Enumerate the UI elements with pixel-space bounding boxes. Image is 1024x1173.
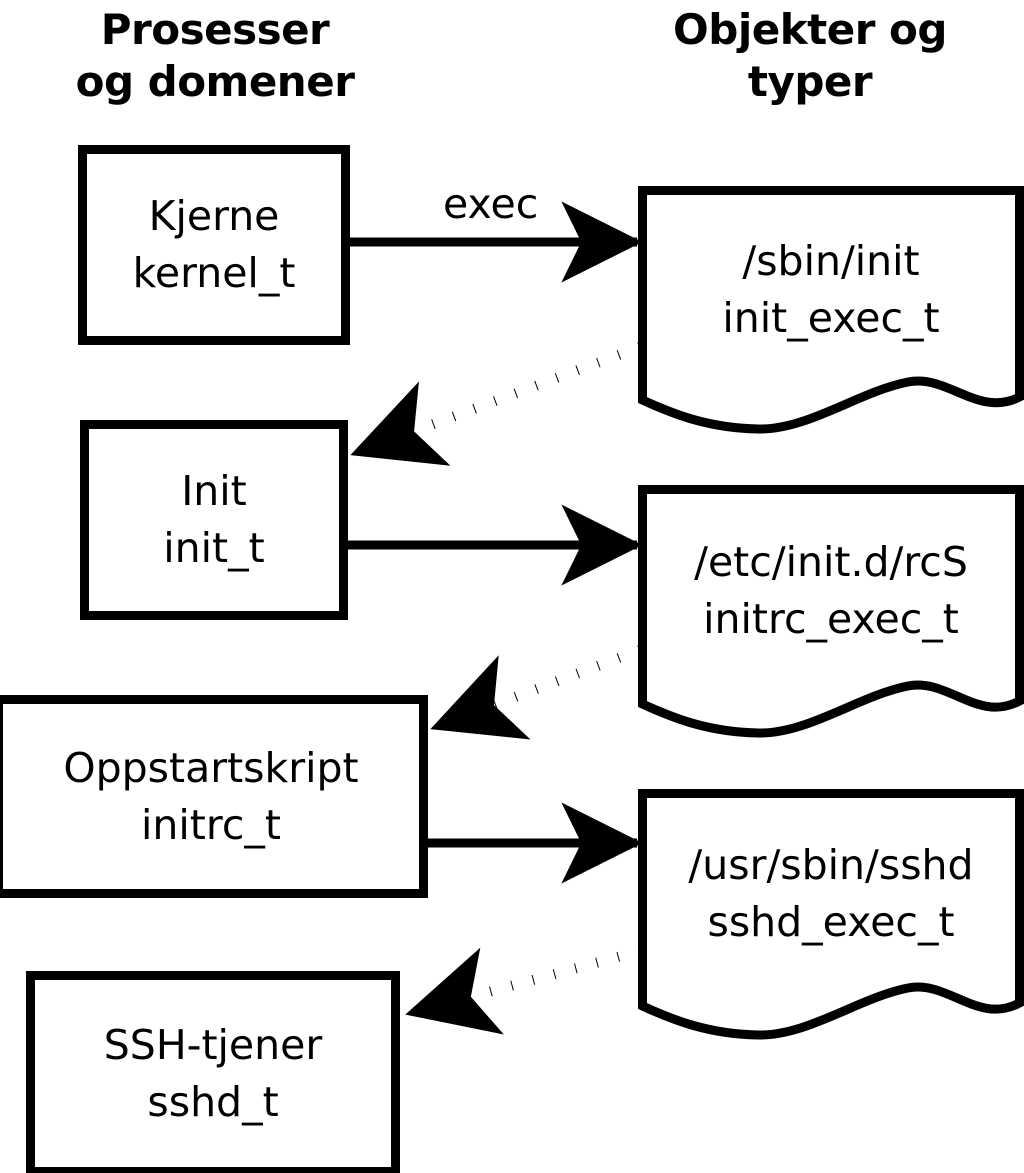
object-node-initrc-exec-path: /etc/init.d/rcS: [694, 538, 968, 586]
object-node-initrc-exec[interactable]: /etc/init.d/rcS initrc_exec_t: [638, 485, 1024, 738]
process-node-sshd-title: SSH-tjener: [103, 1020, 323, 1069]
process-node-kernel[interactable]: Kjerne kernel_t: [78, 145, 350, 345]
document-shape-sshd-exec: [638, 789, 1024, 1040]
object-node-sshd-exec-path: /usr/sbin/sshd: [688, 841, 974, 889]
edge-label-exec: exec: [443, 180, 539, 228]
process-node-initrc-title: Oppstartskript: [63, 743, 359, 792]
object-node-sshd-exec[interactable]: /usr/sbin/sshd sshd_exec_t: [638, 789, 1024, 1040]
column-header-processes: Prosesser og domener: [75, 5, 355, 106]
document-shape-initrc-exec: [638, 485, 1024, 738]
edge-init-exec-to-init: [350, 342, 642, 466]
document-shape-init-exec: [638, 186, 1024, 434]
column-header-objects: Objekter og typer: [673, 5, 947, 106]
process-node-init[interactable]: Init init_t: [80, 420, 348, 620]
process-node-initrc-type: initrc_t: [141, 800, 281, 849]
object-node-init-exec-type: init_exec_t: [722, 293, 940, 342]
process-node-kernel-type: kernel_t: [132, 249, 296, 297]
process-node-kernel-title: Kjerne: [148, 192, 280, 240]
object-node-sshd-exec-type: sshd_exec_t: [707, 898, 955, 946]
object-node-initrc-exec-type: initrc_exec_t: [703, 595, 959, 643]
process-node-sshd-type: sshd_t: [147, 1077, 279, 1126]
process-node-initrc[interactable]: Oppstartskript initrc_t: [0, 695, 428, 898]
process-node-init-title: Init: [181, 467, 247, 515]
object-node-init-exec[interactable]: /sbin/init init_exec_t: [638, 186, 1024, 434]
edge-initrc-exec-to-initrc: [430, 645, 642, 740]
process-node-init-type: init_t: [163, 524, 265, 572]
edge-sshd-exec-to-sshd: [405, 946, 642, 1035]
process-node-sshd[interactable]: SSH-tjener sshd_t: [26, 971, 400, 1173]
object-node-init-exec-path: /sbin/init: [742, 236, 920, 285]
